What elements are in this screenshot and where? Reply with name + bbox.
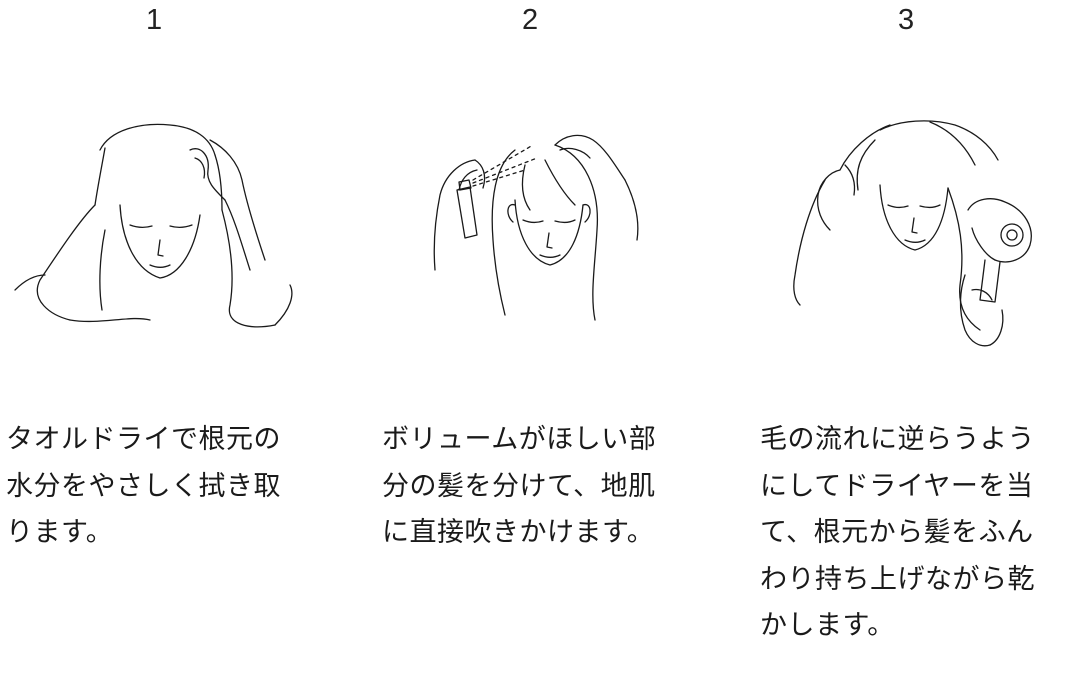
step-2: 2	[375, 0, 705, 681]
step-1: 1 タオルドライで根元の 水分をやさしく拭き取 ります。	[0, 0, 310, 681]
step-number: 2	[522, 4, 539, 36]
step-description: ボリュームがほしい部 分の髪を分けて、地肌 に直接吹きかけます。	[382, 424, 657, 548]
step-description: タオルドライで根元の 水分をやさしく拭き取 ります。	[6, 424, 281, 548]
step-3: 3	[750, 0, 1072, 681]
spray-scalp-illustration	[415, 110, 655, 330]
step-number: 3	[898, 4, 915, 36]
blow-dry-illustration	[780, 110, 1050, 350]
step-description: 毛の流れに逆らうよう にしてドライヤーを当 て、根元から髪をふん わり持ち上げな…	[760, 424, 1035, 641]
step-number: 1	[146, 4, 163, 36]
towel-dry-hair-illustration	[10, 110, 300, 340]
